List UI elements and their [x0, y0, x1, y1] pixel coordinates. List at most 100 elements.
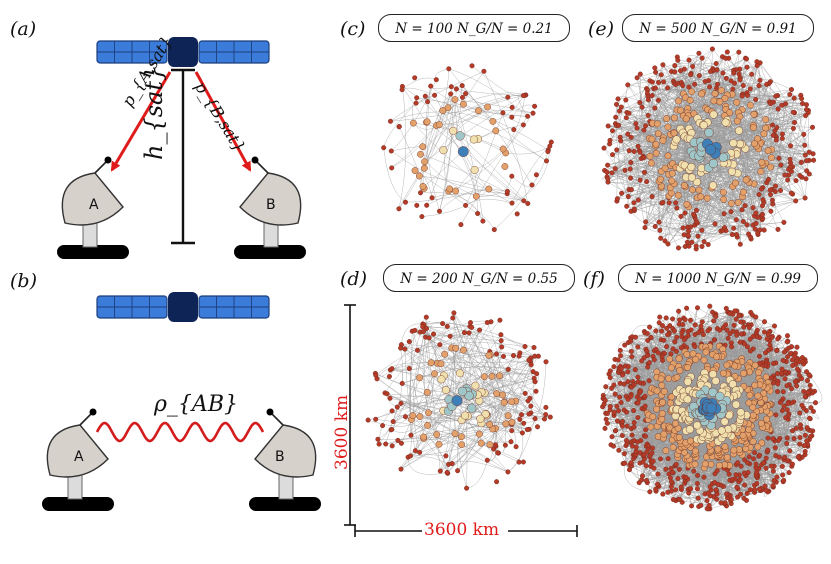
- network-node: [607, 137, 613, 143]
- network-node: [618, 138, 624, 144]
- network-edge: [613, 347, 682, 416]
- network-edge: [400, 454, 446, 470]
- network-edge: [613, 376, 767, 416]
- network-edge: [608, 125, 779, 159]
- network-node: [489, 118, 497, 125]
- network-node: [802, 448, 808, 454]
- network-node: [406, 366, 412, 372]
- network-node: [637, 149, 643, 155]
- network-node: [622, 460, 628, 466]
- network-node: [605, 176, 611, 182]
- network-node: [414, 95, 420, 101]
- network-edge: [443, 85, 463, 151]
- network-c: [381, 63, 554, 233]
- network-edge: [628, 196, 763, 215]
- network-node: [806, 149, 812, 155]
- network-edge: [390, 95, 435, 122]
- network-node: [712, 221, 718, 227]
- network-node: [696, 50, 702, 56]
- network-node: [504, 412, 512, 420]
- network-node: [801, 131, 807, 137]
- network-node: [511, 353, 517, 359]
- network-node: [616, 447, 622, 453]
- network-node: [768, 191, 774, 197]
- network-node: [691, 211, 697, 217]
- network-edge: [391, 337, 426, 430]
- network-node: [733, 217, 739, 223]
- network-node: [609, 434, 615, 440]
- network-node: [692, 177, 701, 186]
- network-node: [653, 69, 659, 75]
- network-node: [484, 103, 491, 111]
- network-node: [508, 418, 516, 426]
- network-edge: [716, 69, 773, 201]
- network-node: [779, 131, 785, 137]
- network-node: [744, 222, 750, 228]
- network-node: [624, 203, 630, 209]
- network-node: [810, 124, 816, 130]
- network-node: [623, 115, 629, 121]
- network-node: [718, 152, 729, 163]
- network-node: [718, 86, 725, 94]
- network-node: [509, 114, 515, 120]
- network-node: [677, 106, 684, 114]
- network-edge: [493, 356, 535, 450]
- network-node: [720, 70, 726, 76]
- satellite-a: [96, 37, 270, 67]
- network-node: [520, 93, 526, 99]
- network-node: [729, 232, 735, 238]
- network-node: [458, 441, 465, 449]
- network-edge: [442, 110, 547, 162]
- network-node: [804, 106, 810, 112]
- network-node: [654, 130, 662, 138]
- network-node: [760, 130, 768, 138]
- network-node: [543, 359, 549, 365]
- network-edge: [401, 344, 444, 411]
- network-node: [647, 324, 653, 330]
- network-node: [690, 63, 696, 69]
- network-node: [666, 200, 672, 206]
- network-edge: [650, 443, 787, 467]
- network-node: [615, 96, 621, 102]
- network-node: [660, 491, 666, 497]
- network-edge: [471, 65, 524, 97]
- network-node: [752, 226, 758, 232]
- network-edge: [440, 375, 451, 472]
- network-node: [753, 220, 759, 226]
- network-node: [509, 200, 515, 206]
- network-node: [770, 197, 776, 203]
- network-node: [408, 453, 414, 459]
- network-node: [762, 116, 770, 124]
- network-node: [670, 129, 678, 137]
- network-node: [788, 190, 794, 196]
- network-node: [661, 79, 667, 85]
- network-edge: [457, 414, 522, 471]
- network-node: [542, 416, 548, 422]
- network-node: [396, 206, 402, 212]
- network-node: [605, 123, 611, 129]
- network-edge: [727, 122, 807, 179]
- network-edge: [454, 99, 534, 114]
- network-node: [525, 398, 531, 404]
- network-node: [384, 391, 390, 397]
- network-node: [735, 126, 744, 135]
- network-node: [521, 198, 527, 204]
- network-node: [673, 200, 679, 206]
- network-edge: [421, 188, 489, 217]
- network-node: [716, 98, 724, 106]
- network-node: [532, 353, 538, 359]
- network-node: [526, 411, 532, 417]
- network-edge: [651, 157, 702, 173]
- network-edge: [752, 315, 788, 358]
- network-edge: [431, 352, 539, 363]
- network-node: [403, 414, 409, 420]
- network-node: [757, 227, 763, 233]
- network-edge: [659, 139, 677, 231]
- network-node: [444, 470, 450, 476]
- network-edge: [754, 406, 785, 486]
- network-node: [750, 124, 757, 132]
- network-node: [497, 317, 503, 323]
- network-edge: [424, 95, 524, 162]
- network-node: [505, 366, 511, 372]
